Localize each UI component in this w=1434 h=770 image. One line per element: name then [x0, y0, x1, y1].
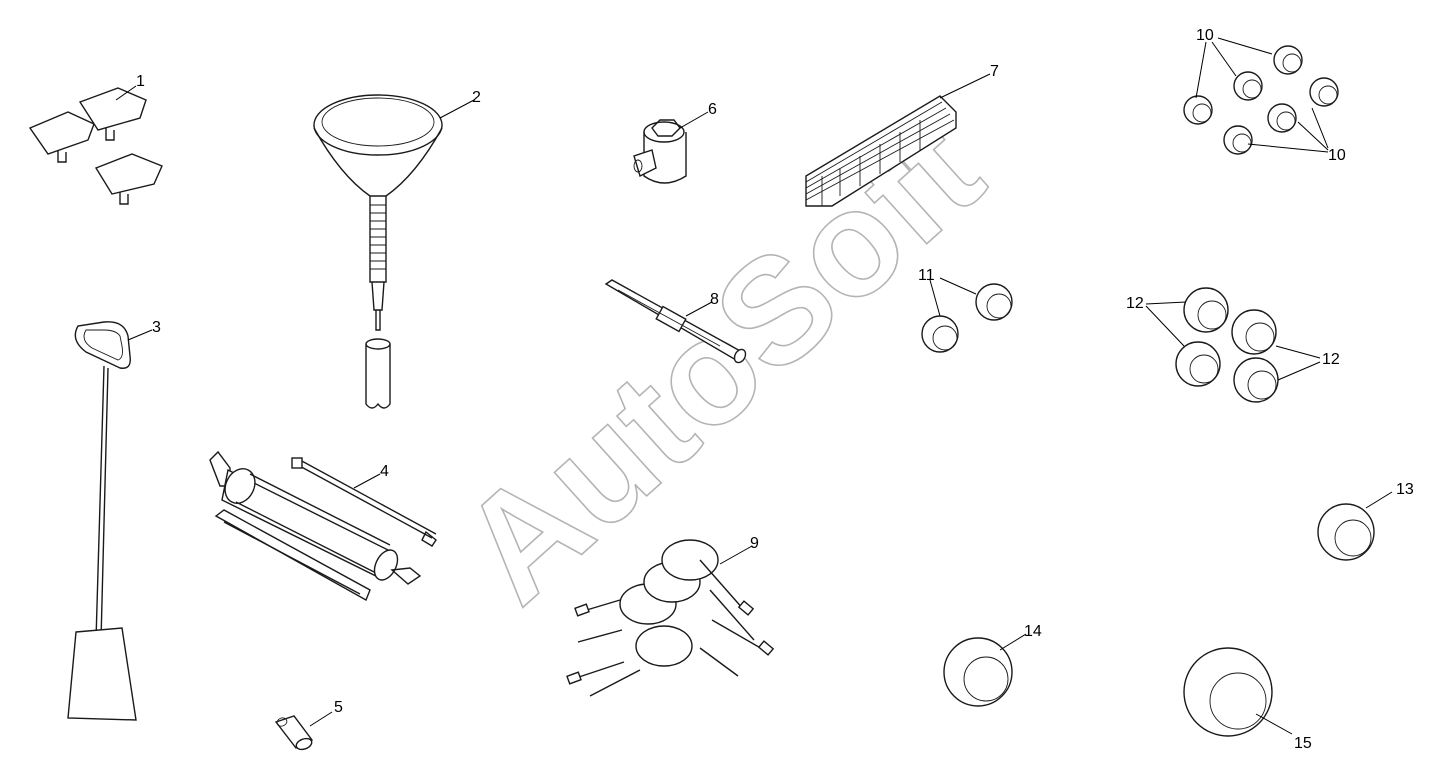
- callout-7: 7: [990, 63, 999, 80]
- callout-2: 2: [472, 89, 481, 106]
- part-2-funnel: [313, 94, 443, 409]
- part-7-folding-rule: [805, 95, 957, 207]
- callout-15: 15: [1294, 735, 1312, 752]
- callout-12a: 12: [1126, 295, 1144, 312]
- part-13-nut: [1317, 503, 1375, 561]
- callout-numbers: 1 2 3 4 5 6 7 8 9 10 10 11 12 12 13 14 1…: [136, 27, 1414, 752]
- callout-14: 14: [1024, 623, 1042, 640]
- callout-6: 6: [708, 101, 717, 118]
- part-3-handle-tool: [67, 321, 137, 721]
- part-5-fitting: [274, 715, 314, 751]
- part-12-nuts: [1175, 287, 1279, 403]
- part-1-pads: [28, 87, 163, 205]
- part-8-rod: [604, 279, 747, 364]
- callout-10a: 10: [1196, 27, 1214, 44]
- part-11-nuts: [921, 283, 1013, 353]
- callout-3: 3: [152, 319, 161, 336]
- watermark: AutoSoft: [429, 85, 1012, 633]
- part-10-nuts: [1183, 45, 1339, 155]
- leader-lines: [115, 37, 1393, 735]
- callout-9: 9: [750, 535, 759, 552]
- part-14-nut: [943, 637, 1013, 707]
- part-4-grease-gun: [209, 450, 437, 602]
- part-6-housing: [633, 119, 687, 184]
- callout-11: 11: [918, 267, 935, 284]
- callout-13: 13: [1396, 481, 1414, 498]
- callout-12b: 12: [1322, 351, 1340, 368]
- callout-1: 1: [136, 73, 145, 90]
- callout-10b: 10: [1328, 147, 1346, 164]
- part-9-straps: [566, 539, 775, 697]
- part-15-nut: [1183, 647, 1273, 737]
- callout-5: 5: [334, 699, 343, 716]
- callout-4: 4: [380, 463, 389, 480]
- callout-8: 8: [710, 291, 719, 308]
